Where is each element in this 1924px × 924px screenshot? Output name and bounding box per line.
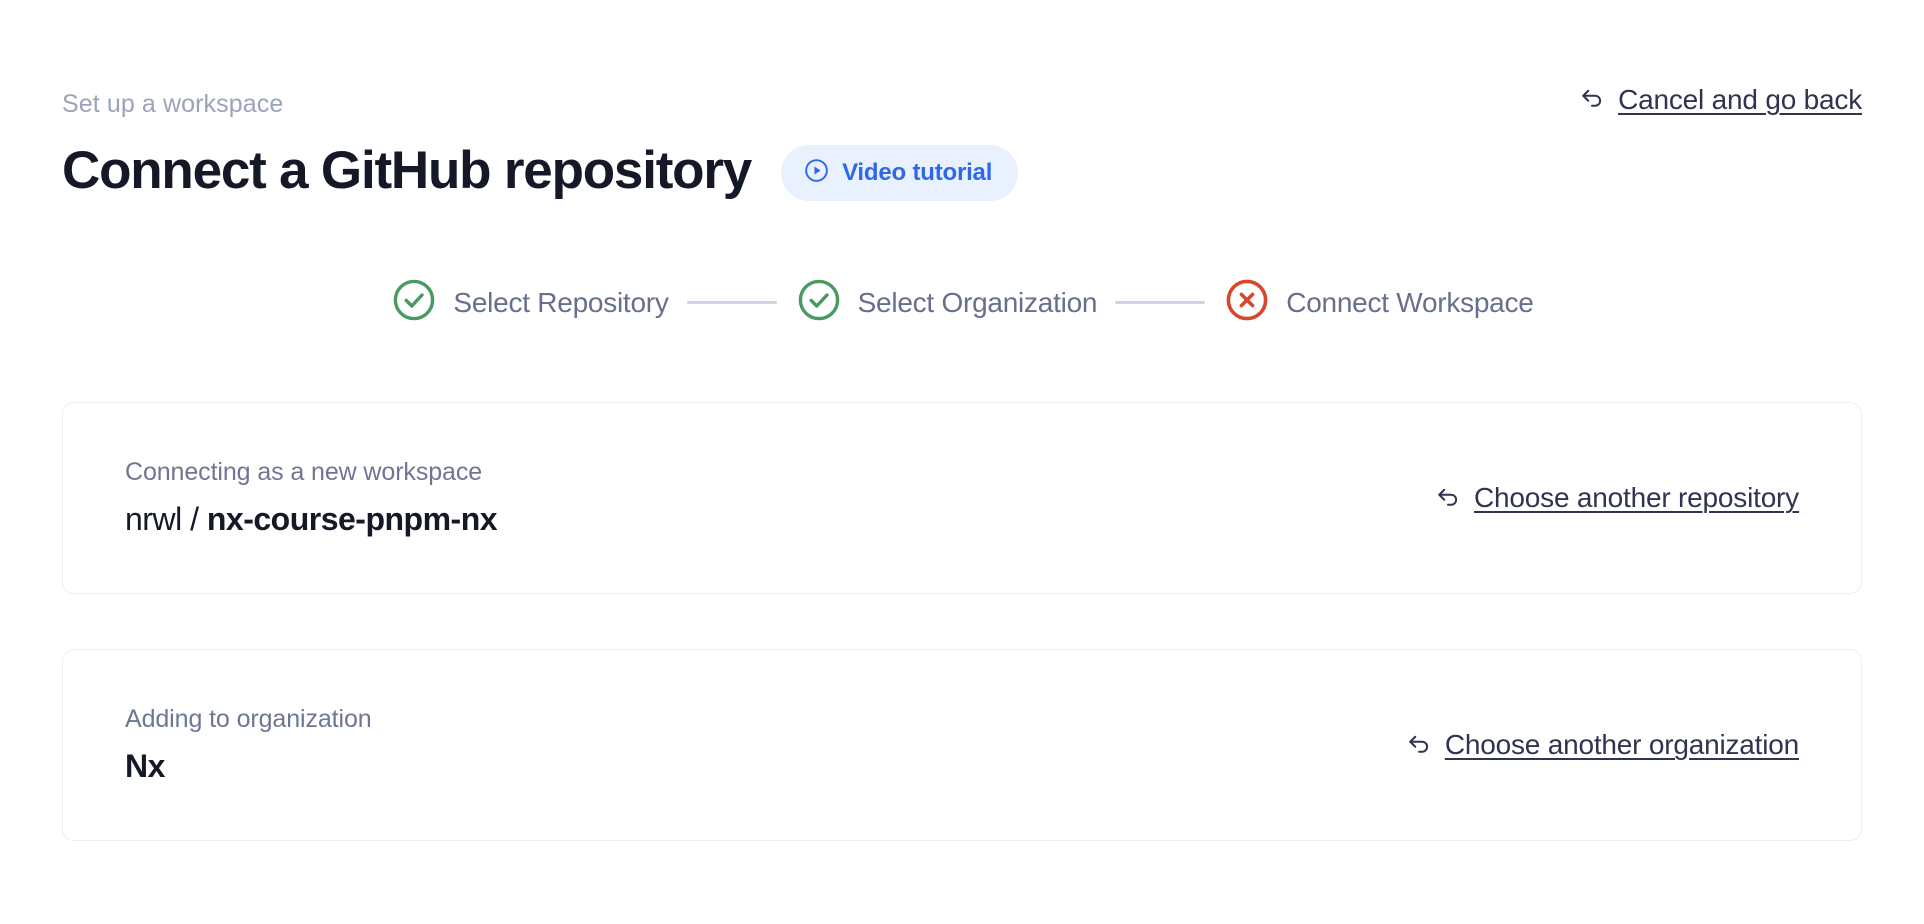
play-circle-icon: [803, 157, 830, 189]
repository-card: Connecting as a new workspace nrwl / nx-…: [62, 402, 1862, 595]
step-select-repository[interactable]: Select Repository: [390, 276, 669, 329]
repository-name: nx-course-pnpm-nx: [206, 500, 498, 537]
step-label: Connect Workspace: [1286, 286, 1534, 318]
organization-card-caption: Adding to organization: [125, 704, 372, 733]
page-title: Connect a GitHub repository: [62, 141, 752, 200]
page-header: Set up a workspace Connect a GitHub repo…: [62, 0, 1862, 201]
video-tutorial-label: Video tutorial: [842, 158, 993, 186]
arrow-uturn-left-icon: [1404, 728, 1434, 763]
step-select-organization[interactable]: Select Organization: [795, 276, 1098, 329]
choose-another-organization-label: Choose another organization: [1444, 729, 1799, 761]
repository-card-caption: Connecting as a new workspace: [125, 457, 483, 486]
arrow-uturn-left-icon: [1577, 82, 1607, 117]
check-circle-icon: [390, 276, 438, 329]
choose-another-repository-label: Choose another repository: [1474, 482, 1799, 514]
progress-stepper: Select Repository Select Organization Co…: [62, 276, 1862, 329]
cancel-and-go-back-link[interactable]: Cancel and go back: [1577, 82, 1862, 117]
title-row: Connect a GitHub repository Video tutori…: [62, 141, 1862, 201]
video-tutorial-button[interactable]: Video tutorial: [781, 144, 1019, 201]
repository-card-body: Connecting as a new workspace nrwl / nx-…: [125, 457, 1433, 537]
organization-card: Adding to organization Nx Choose another…: [62, 649, 1862, 842]
step-connector: [686, 301, 777, 305]
step-connector: [1115, 301, 1206, 305]
breadcrumb: Set up a workspace: [62, 90, 284, 118]
step-label: Select Organization: [857, 286, 1098, 318]
arrow-uturn-left-icon: [1433, 481, 1463, 516]
repository-owner: nrwl: [125, 500, 182, 537]
cancel-and-go-back-label: Cancel and go back: [1618, 83, 1862, 115]
organization-card-body: Adding to organization Nx: [125, 704, 1404, 784]
step-label: Select Repository: [453, 286, 669, 318]
x-circle-icon: [1223, 276, 1271, 329]
repository-card-value: nrwl / nx-course-pnpm-nx: [125, 500, 1433, 537]
check-circle-icon: [795, 276, 843, 329]
choose-another-repository-link[interactable]: Choose another repository: [1433, 481, 1799, 516]
repository-separator: /: [181, 500, 207, 537]
organization-name: Nx: [125, 747, 165, 784]
step-connect-workspace[interactable]: Connect Workspace: [1223, 276, 1534, 329]
choose-another-organization-link[interactable]: Choose another organization: [1404, 728, 1799, 763]
